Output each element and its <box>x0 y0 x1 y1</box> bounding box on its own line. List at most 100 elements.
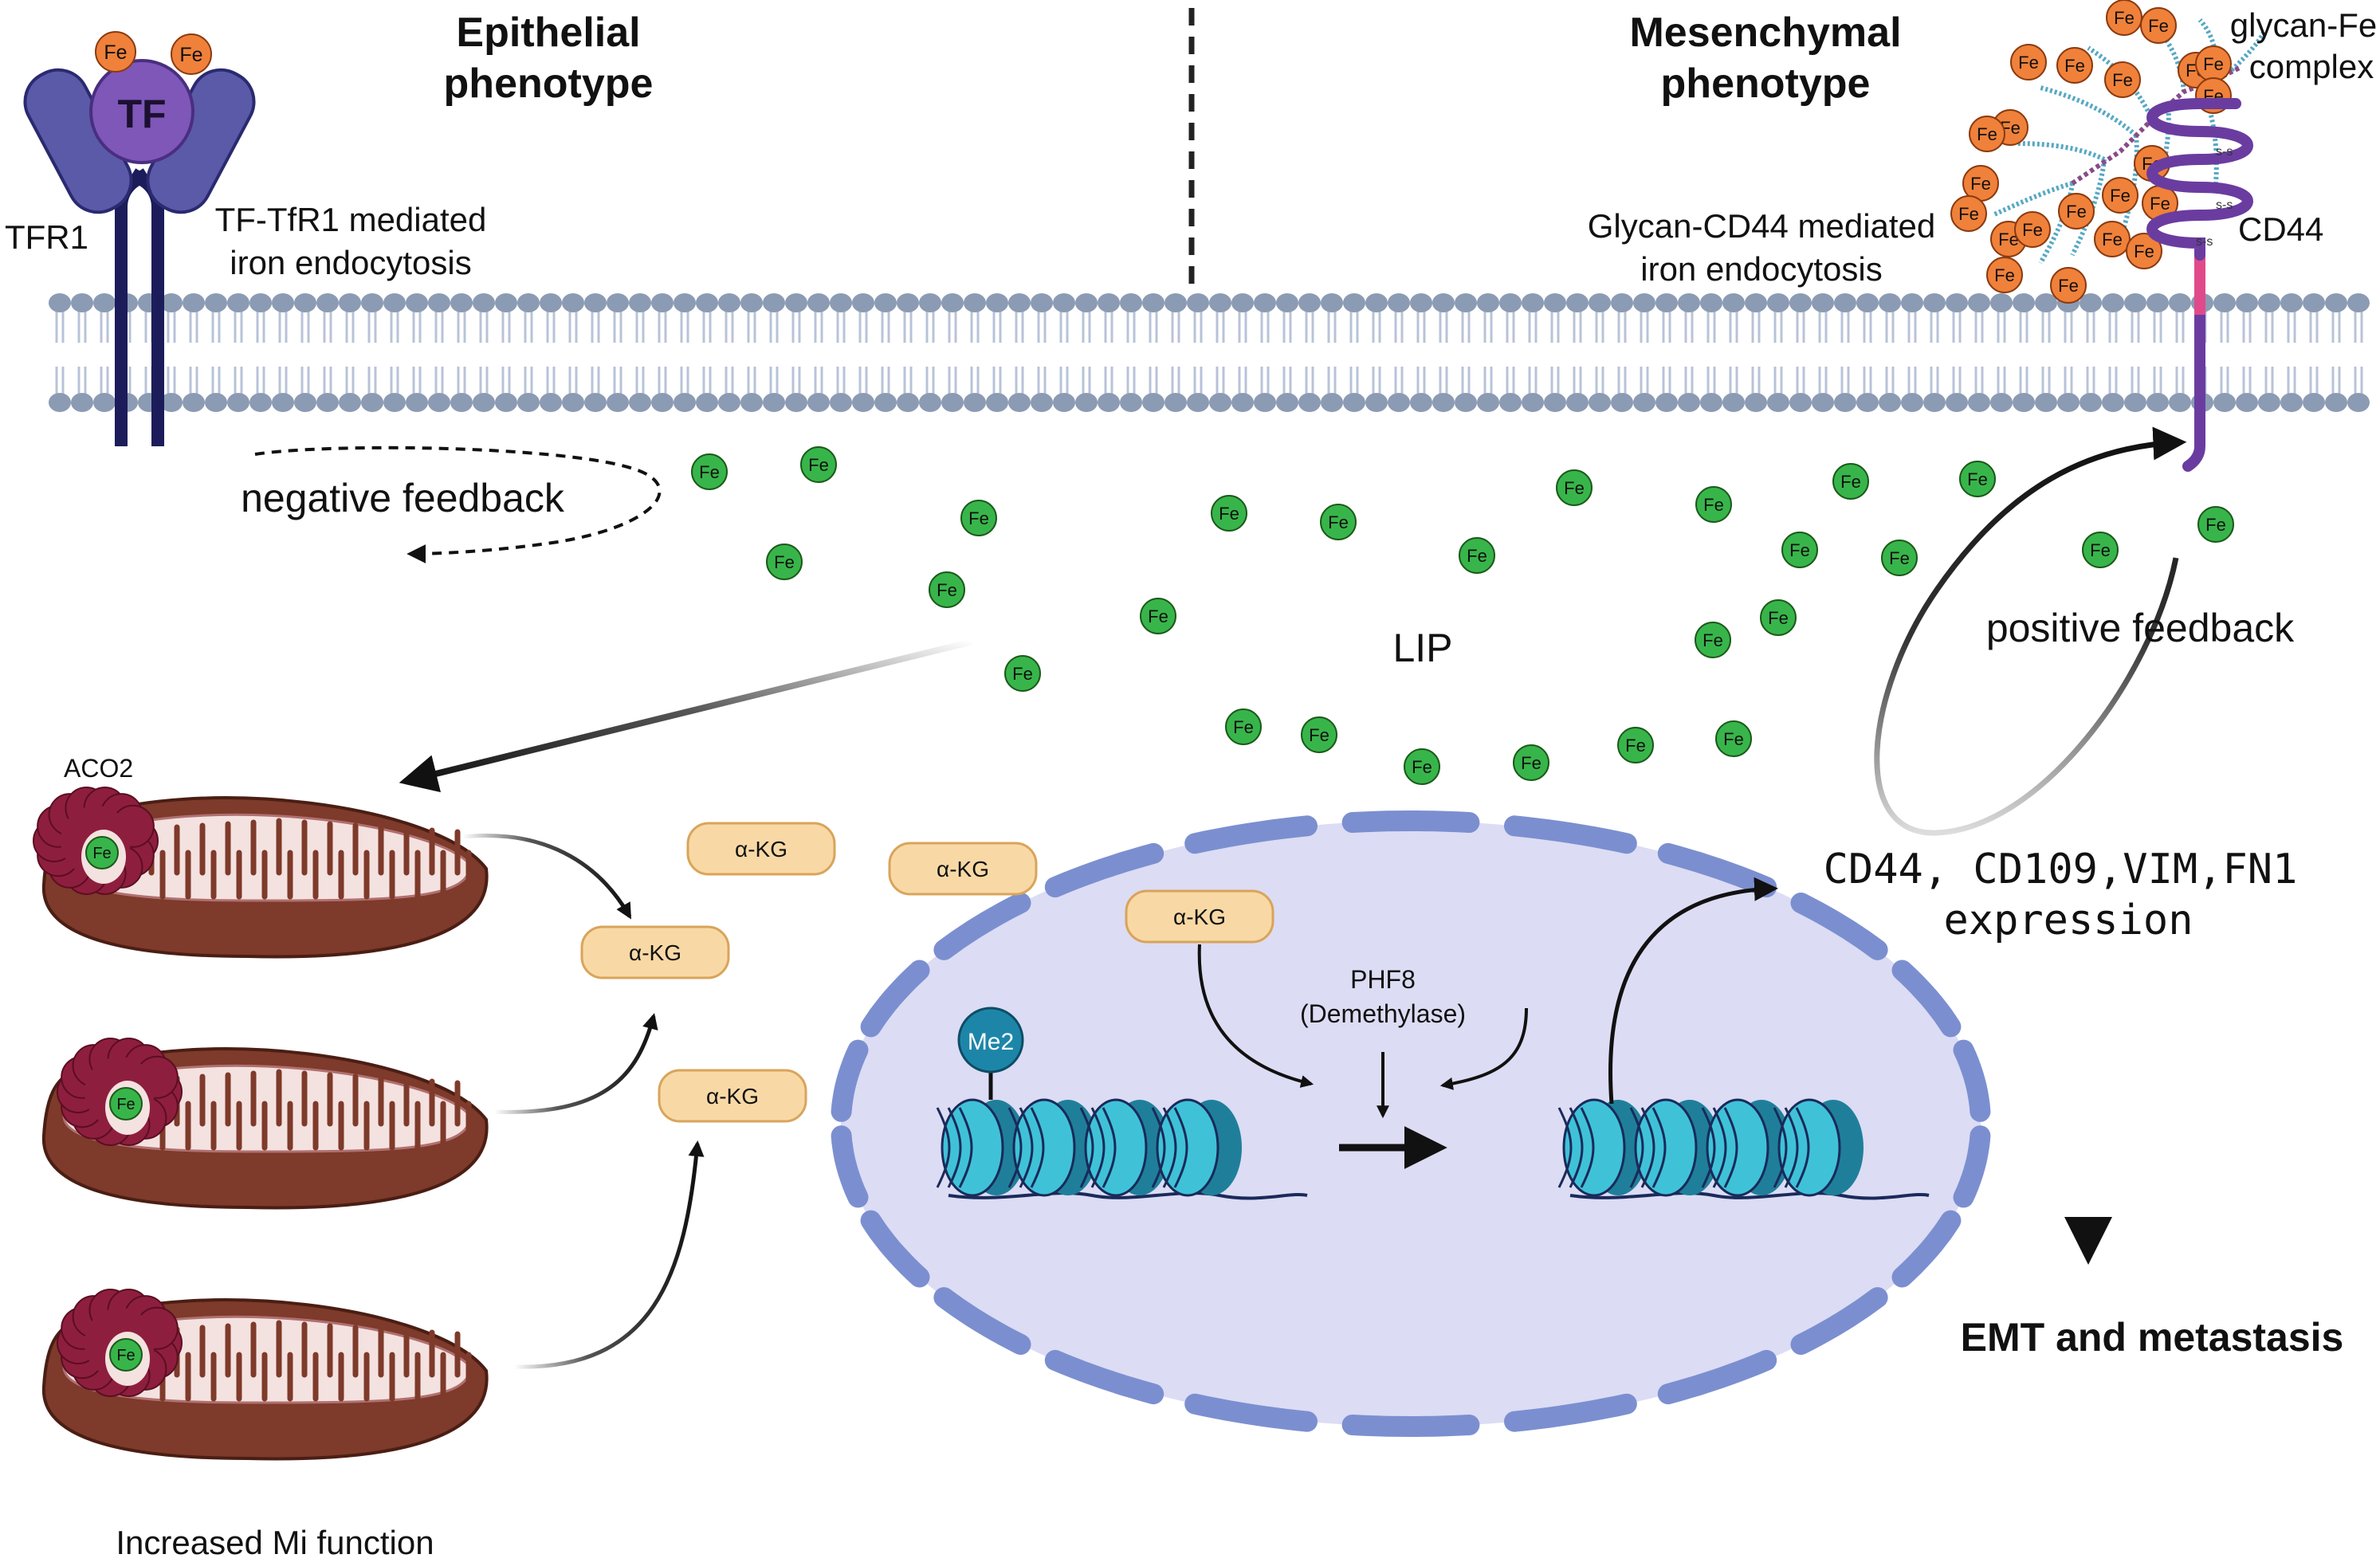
svg-text:Fe: Fe <box>968 508 989 528</box>
envelope-segment <box>1184 1393 1318 1432</box>
svg-text:phenotype: phenotype <box>444 61 654 107</box>
free-iron-3: Fe <box>960 500 997 536</box>
free-iron-21: Fe <box>1225 708 1262 745</box>
aco2-cluster-3 <box>57 1289 183 1397</box>
svg-text:Fe: Fe <box>2058 276 2079 296</box>
glycan-iron-14: Fe <box>2058 193 2095 230</box>
svg-text:Fe: Fe <box>1994 265 2015 285</box>
glycan-iron-5: Fe <box>2104 61 2141 98</box>
svg-text:iron endocytosis: iron endocytosis <box>1640 250 1883 288</box>
emt-label: EMT and metastasis <box>1961 1315 2344 1360</box>
free-iron-5: Fe <box>929 571 965 608</box>
tf-iron-right: Fe <box>171 33 212 75</box>
phf8-label: PHF8 (Demethylase) <box>1300 965 1466 1028</box>
demethylation-arrows <box>1197 944 1528 1169</box>
svg-text:Mesenchymal: Mesenchymal <box>1629 10 1901 56</box>
svg-text:s-s: s-s <box>2216 198 2233 212</box>
aco2-iron-1: Fe <box>85 836 119 869</box>
svg-text:Fe: Fe <box>1012 664 1033 684</box>
tf-label: TF <box>117 92 166 136</box>
transferrin-tf <box>89 59 194 164</box>
svg-text:glycan-Fe: glycan-Fe <box>2230 6 2377 44</box>
free-iron-9: Fe <box>1320 504 1357 540</box>
svg-text:Fe: Fe <box>2022 220 2043 240</box>
svg-text:Fe: Fe <box>1521 753 1542 773</box>
mito-akg-arrow-2 <box>493 1013 658 1114</box>
svg-text:Fe: Fe <box>2205 515 2226 535</box>
glycan-iron-16: Fe <box>2126 233 2162 269</box>
positive-feedback-label: positive feedback <box>1986 606 2295 650</box>
cd44-receptor: s-s s-s s-s <box>2146 98 2253 472</box>
glycan-iron-17: Fe <box>2102 177 2138 214</box>
svg-text:Fe: Fe <box>1233 717 1254 737</box>
aco2-iron-3: Fe <box>109 1338 143 1372</box>
envelope-segment <box>860 1210 930 1288</box>
svg-text:Fe: Fe <box>1328 512 1349 532</box>
nucleus <box>831 810 1991 1438</box>
svg-text:Fe: Fe <box>937 580 957 600</box>
svg-text:α-KG: α-KG <box>629 940 681 965</box>
mitochondrion-1: Fe <box>33 787 489 959</box>
svg-text:Fe: Fe <box>1840 472 1861 492</box>
envelope-segment <box>831 1039 869 1122</box>
svg-text:Fe: Fe <box>1625 736 1646 756</box>
mito-akg-arrow-3 <box>513 1140 705 1369</box>
free-iron-2: Fe <box>800 446 837 483</box>
free-iron-10: Fe <box>1459 537 1495 574</box>
nucleosome <box>1701 1098 1792 1197</box>
nucleosome <box>1773 1098 1864 1197</box>
svg-text:phenotype: phenotype <box>1661 61 1871 107</box>
envelope-segment <box>831 1125 869 1208</box>
glycan-iron-21: Fe <box>2195 45 2232 82</box>
glycan-iron-1: Fe <box>2106 0 2142 36</box>
mitochondrion-2: Fe <box>41 1038 489 1210</box>
free-iron-26: Fe <box>1715 720 1752 757</box>
glycan-iron-13: Fe <box>2014 211 2051 248</box>
svg-text:Fe: Fe <box>1958 204 1979 224</box>
svg-text:Fe: Fe <box>1789 540 1810 560</box>
free-iron-6: Fe <box>1140 598 1176 634</box>
svg-text:s-s: s-s <box>2196 235 2213 249</box>
tfr1-receptor: TF <box>23 59 256 446</box>
svg-text:Fe: Fe <box>1723 729 1744 749</box>
svg-text:Fe: Fe <box>1889 548 1910 568</box>
envelope-segment <box>1044 1349 1164 1405</box>
epithelial-heading: Epithelial phenotype <box>444 10 654 107</box>
free-iron-24: Fe <box>1513 744 1549 781</box>
tfr1-label: TFR1 <box>5 218 88 256</box>
free-iron-17: Fe <box>2082 532 2119 568</box>
negative-feedback-loop <box>254 445 662 563</box>
nucleosome <box>1079 1098 1170 1197</box>
svg-text:Fe: Fe <box>1703 630 1723 650</box>
svg-text:Epithelial: Epithelial <box>456 10 640 56</box>
svg-text:Me2: Me2 <box>968 1029 1014 1055</box>
nucleosome <box>1557 1098 1648 1197</box>
svg-text:Fe: Fe <box>1967 469 1988 489</box>
svg-text:Fe: Fe <box>2148 16 2169 36</box>
envelope-segment <box>933 1287 1031 1355</box>
svg-text:Fe: Fe <box>1564 478 1585 498</box>
glycan-iron-4: Fe <box>2056 47 2093 84</box>
tf-tfr1-mediated-label: TF-TfR1 mediated iron endocytosis <box>215 201 487 281</box>
svg-text:Fe: Fe <box>1412 757 1432 777</box>
svg-text:Fe: Fe <box>1970 174 1991 194</box>
svg-text:Fe: Fe <box>116 1347 135 1364</box>
free-iron-13: Fe <box>1832 463 1869 500</box>
free-iron-14: Fe <box>1959 461 1996 497</box>
nucleosome <box>1151 1098 1242 1197</box>
free-iron-20: Fe <box>1695 622 1731 658</box>
svg-text:Fe: Fe <box>1219 504 1239 524</box>
svg-text:Fe: Fe <box>808 455 829 475</box>
positive-feedback-loop <box>1874 426 2187 836</box>
free-iron-16: Fe <box>1881 540 1918 576</box>
chromatin-demethylated <box>1557 1098 1930 1200</box>
svg-text:Fe: Fe <box>2150 194 2170 214</box>
envelope-segment <box>1184 815 1318 854</box>
lip-label: LIP <box>1392 626 1452 670</box>
svg-text:Fe: Fe <box>92 845 111 862</box>
svg-text:Fe: Fe <box>2090 540 2111 560</box>
mito-akg-arrow-1 <box>461 834 632 920</box>
envelope-segment <box>1953 1125 1991 1208</box>
glycan-iron-7: Fe <box>1969 116 2005 152</box>
